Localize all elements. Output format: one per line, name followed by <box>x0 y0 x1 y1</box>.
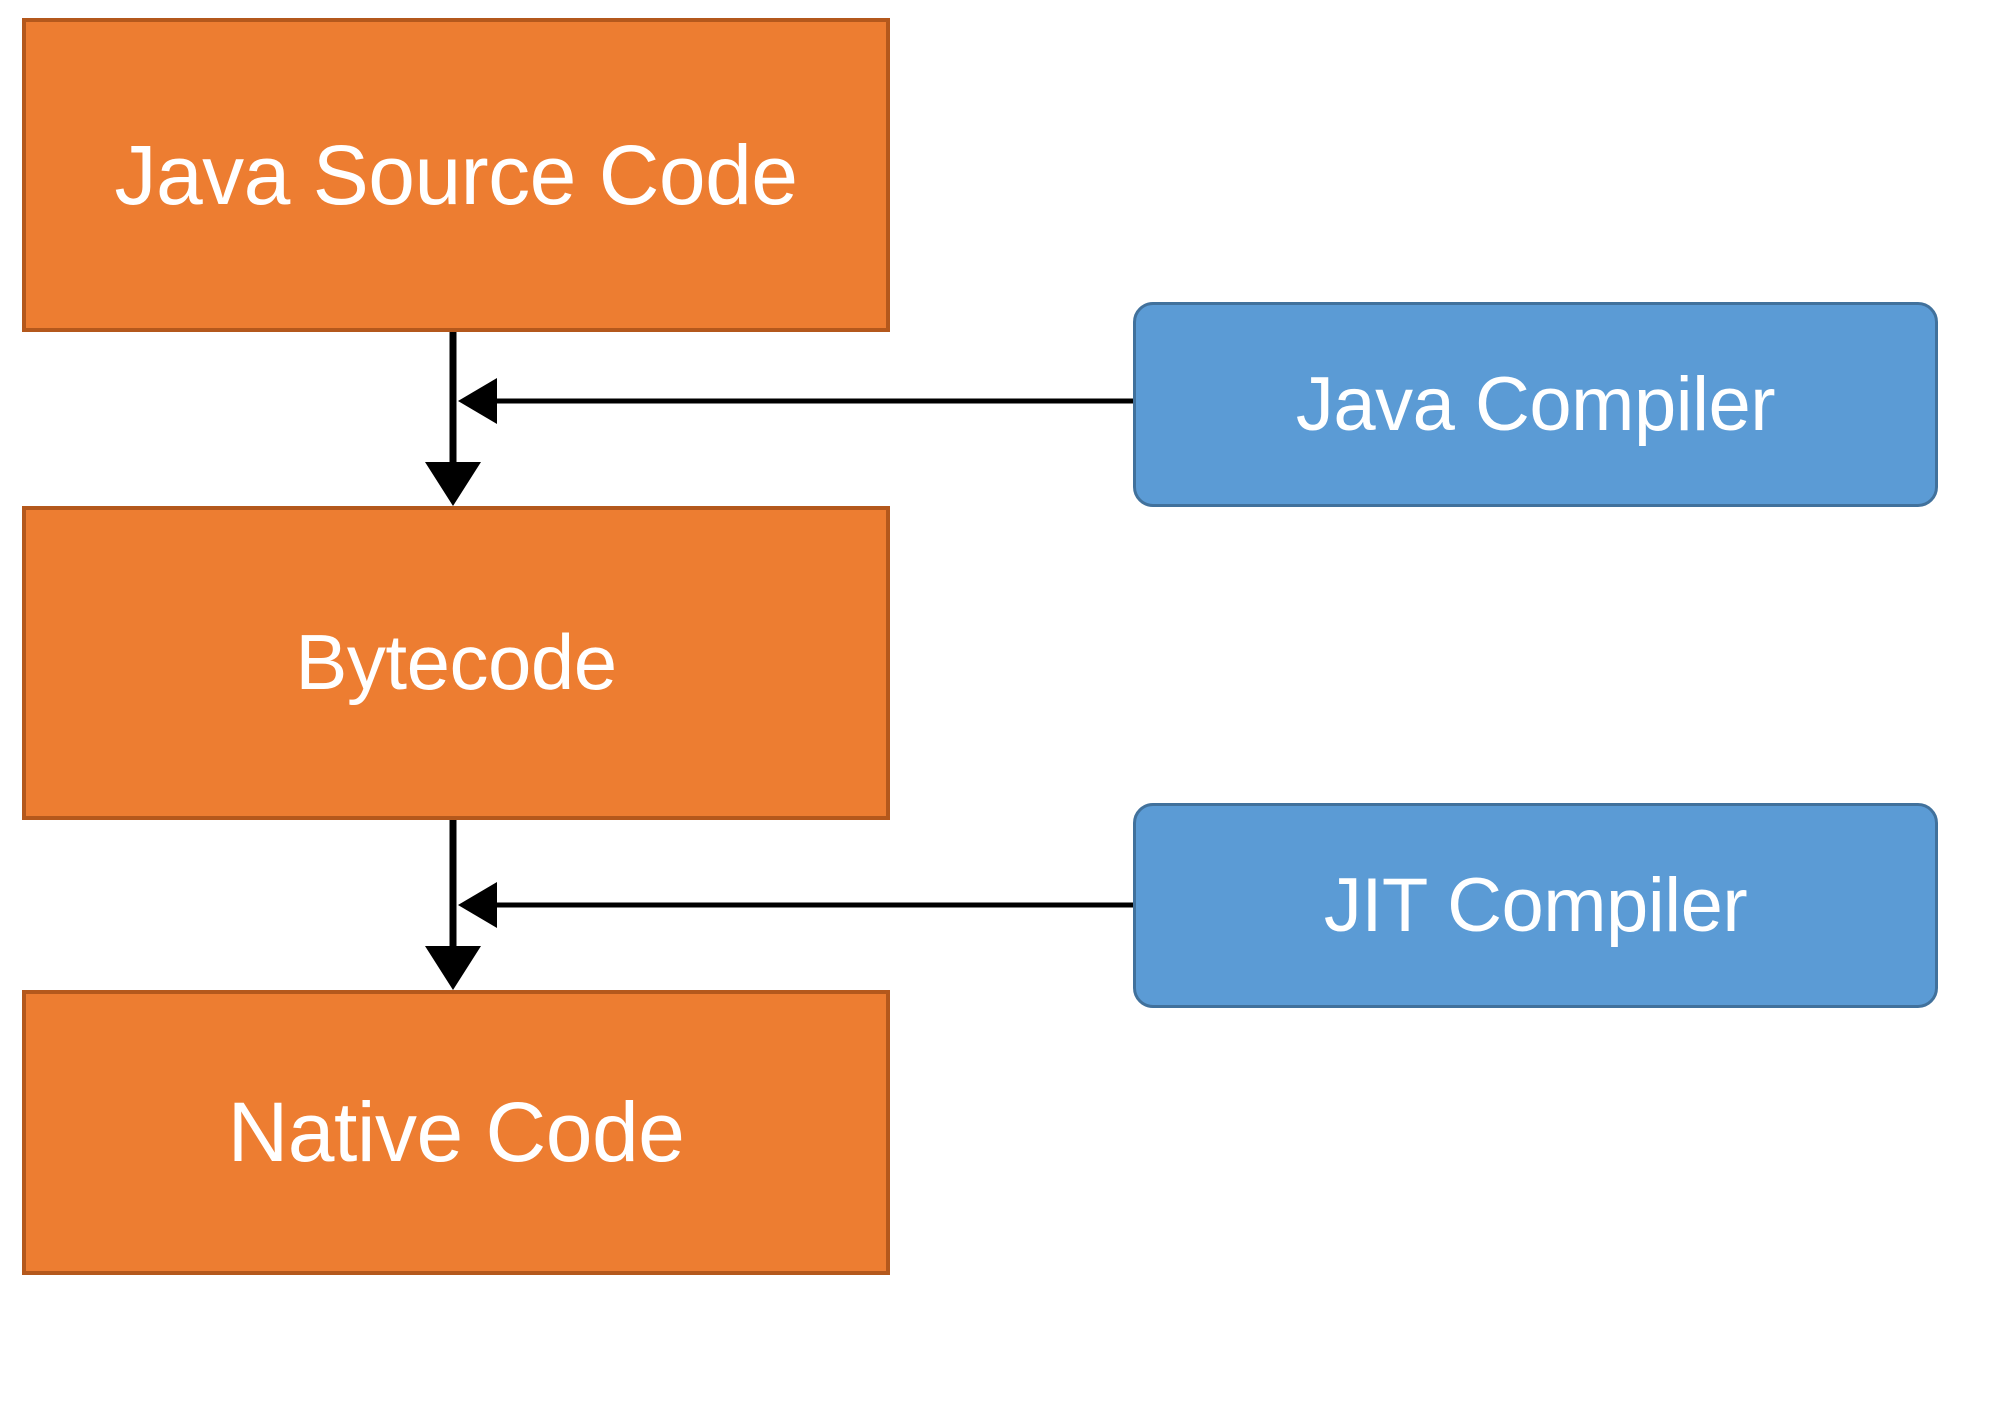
edge-jitcompiler-to-edge2 <box>458 882 1133 928</box>
edge-javacompiler-arrowhead-icon <box>458 378 497 424</box>
node-label-java-compiler: Java Compiler <box>1295 361 1776 447</box>
edge-source-to-bytecode-arrowhead-icon <box>425 462 481 506</box>
node-java-source-code[interactable]: Java Source Code <box>22 18 890 332</box>
node-java-compiler[interactable]: Java Compiler <box>1133 302 1938 507</box>
edge-bytecode-to-native <box>425 820 481 990</box>
edge-jitcompiler-arrowhead-icon <box>458 882 497 928</box>
node-label-native-code: Native Code <box>227 1085 685 1180</box>
node-label-java-source-code: Java Source Code <box>114 127 798 222</box>
node-jit-compiler[interactable]: JIT Compiler <box>1133 803 1938 1008</box>
edge-bytecode-to-native-arrowhead-icon <box>425 946 481 990</box>
edge-source-to-bytecode <box>425 332 481 506</box>
node-label-bytecode: Bytecode <box>295 618 617 707</box>
edge-javacompiler-to-edge1 <box>458 378 1133 424</box>
node-label-jit-compiler: JIT Compiler <box>1323 862 1748 948</box>
node-bytecode[interactable]: Bytecode <box>22 506 890 820</box>
node-native-code[interactable]: Native Code <box>22 990 890 1275</box>
